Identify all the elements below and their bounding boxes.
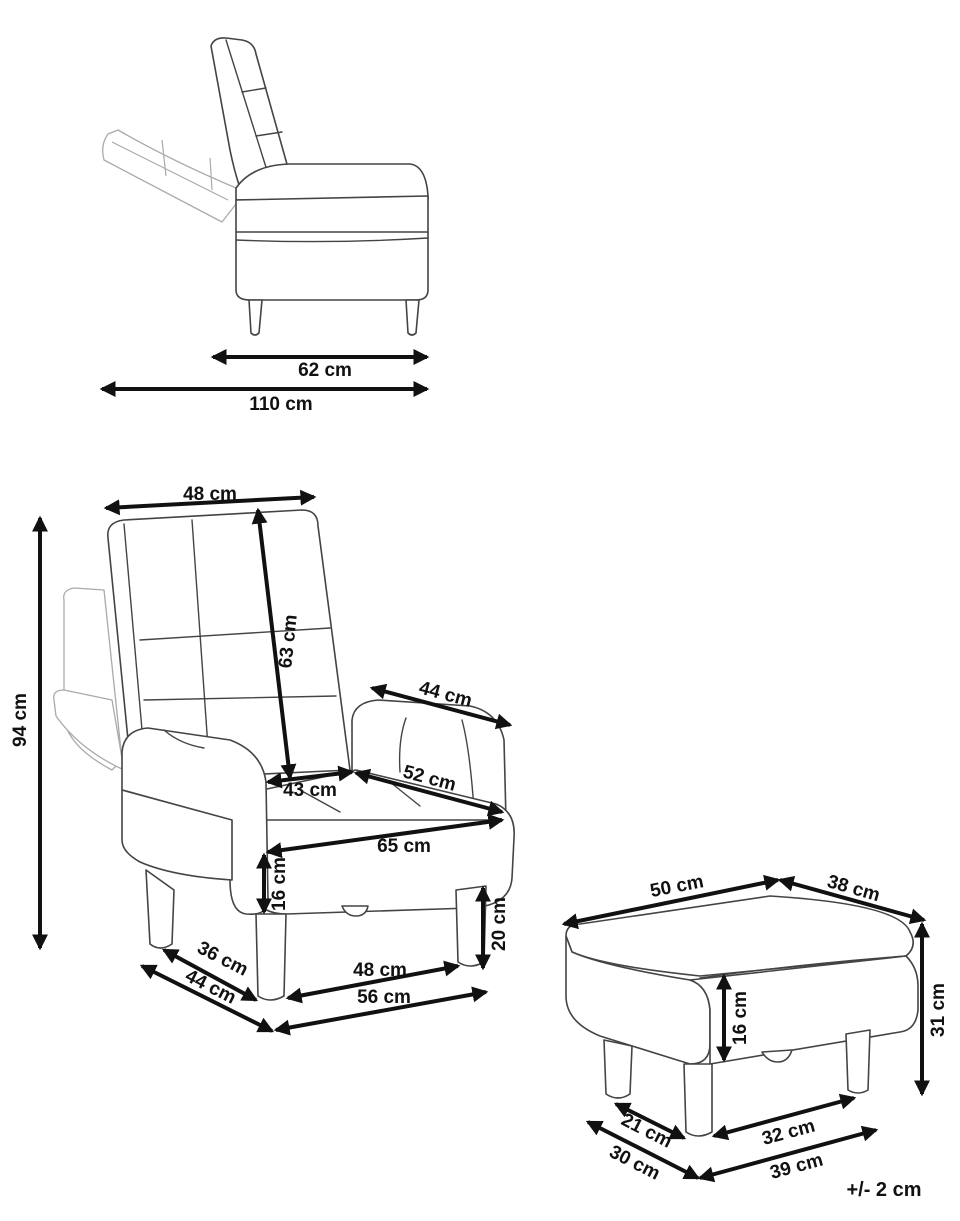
stool-depth-bottom-label: 30 cm [606,1142,664,1185]
stool-width-bottom-label: 39 cm [768,1150,825,1184]
width-total-label: 56 cm [357,987,411,1008]
total-height-label: 94 cm [10,693,31,747]
seat-height-label: 20 cm [489,897,510,951]
side-depth-reclined-label: 110 cm [249,394,312,415]
seat-width-label: 65 cm [377,836,431,857]
side-view-drawing [102,37,429,336]
back-width-label: 48 cm [183,484,237,505]
footstool-dimensions [561,874,930,1183]
stool-height-total-label: 31 cm [928,983,949,1037]
tolerance-label: +/- 2 cm [846,1179,921,1201]
stool-cushion-thickness-label: 16 cm [730,991,751,1045]
side-view-dimensions [99,349,430,397]
leg-width-inner-label: 48 cm [353,960,407,981]
armchair-dimensions [32,489,513,1036]
armchair-drawing [53,509,515,1001]
seat-width-inner-label: 43 cm [283,780,337,801]
side-depth-upright-label: 62 cm [298,360,352,381]
seat-thickness-label: 16 cm [269,857,290,911]
